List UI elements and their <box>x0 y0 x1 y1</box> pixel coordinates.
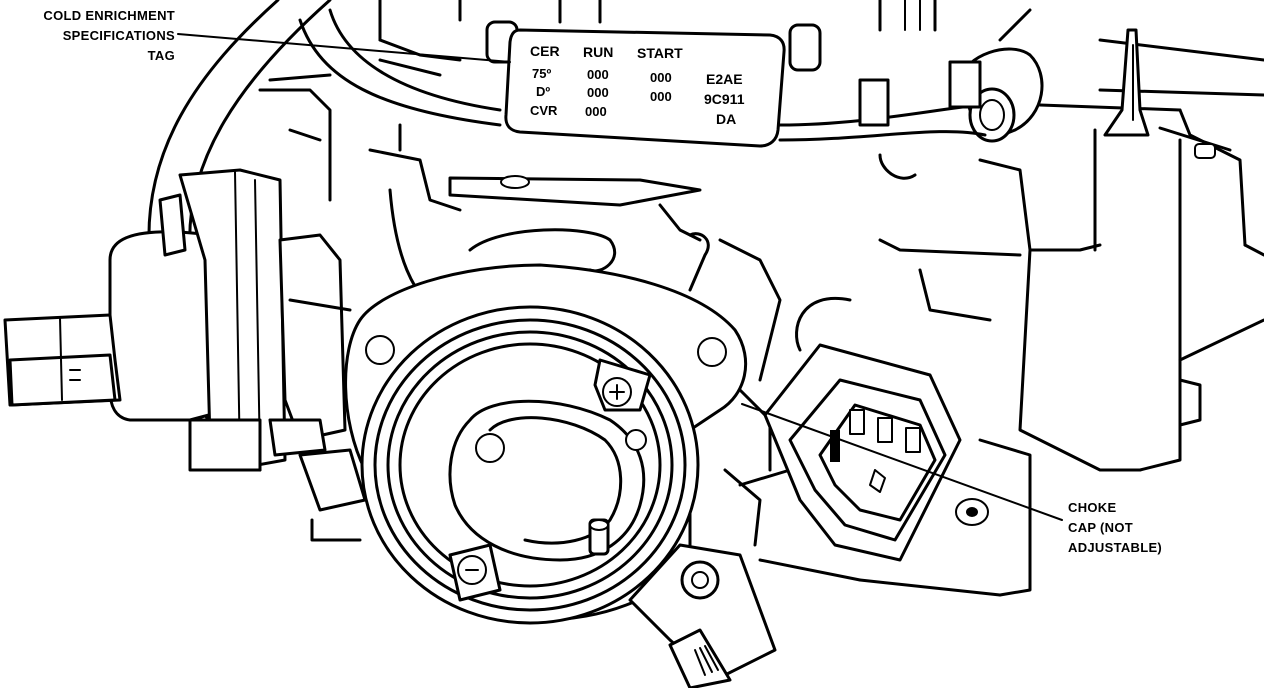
tag-row-label: CVR <box>530 103 558 118</box>
tag-row-start: 000 <box>650 70 672 85</box>
callout-cold-enrichment-tag: COLD ENRICHMENT SPECIFICATIONS TAG <box>43 8 175 63</box>
tag-row-run: 000 <box>585 104 607 119</box>
leader-lines <box>177 33 1063 521</box>
tag-row-run: 000 <box>587 67 609 82</box>
tag-part-code: 9C911 <box>704 91 745 107</box>
tag-header-run: RUN <box>583 44 613 60</box>
electrical-connector <box>763 343 962 562</box>
callout-line: CHOKE <box>1068 500 1116 515</box>
tag-part-code: DA <box>716 111 736 127</box>
callout-line: SPECIFICATIONS <box>63 28 175 43</box>
solenoid-assembly <box>3 168 367 542</box>
specifications-tag: CER RUN START 75º 000 000 Dº 000 000 CVR… <box>504 28 786 148</box>
tag-row-label: 75º <box>532 66 551 81</box>
tag-row-start: 000 <box>650 89 672 104</box>
choke-cap <box>344 228 792 688</box>
choke-leader-line <box>741 403 1063 521</box>
callout-line: TAG <box>148 48 175 63</box>
tag-row-label: Dº <box>536 84 550 99</box>
tag-part-code: E2AE <box>706 71 743 87</box>
tag-row-run: 000 <box>587 85 609 100</box>
callout-choke-cap: CHOKE CAP (NOT ADJUSTABLE) <box>1068 500 1162 555</box>
callout-line: CAP (NOT <box>1068 520 1133 535</box>
callout-line: ADJUSTABLE) <box>1068 540 1162 555</box>
air-horn-rim <box>268 8 987 180</box>
tag-leader-line <box>177 33 511 63</box>
tag-header-cer: CER <box>530 43 560 59</box>
callout-line: COLD ENRICHMENT <box>43 8 175 23</box>
tag-header-start: START <box>637 45 683 61</box>
